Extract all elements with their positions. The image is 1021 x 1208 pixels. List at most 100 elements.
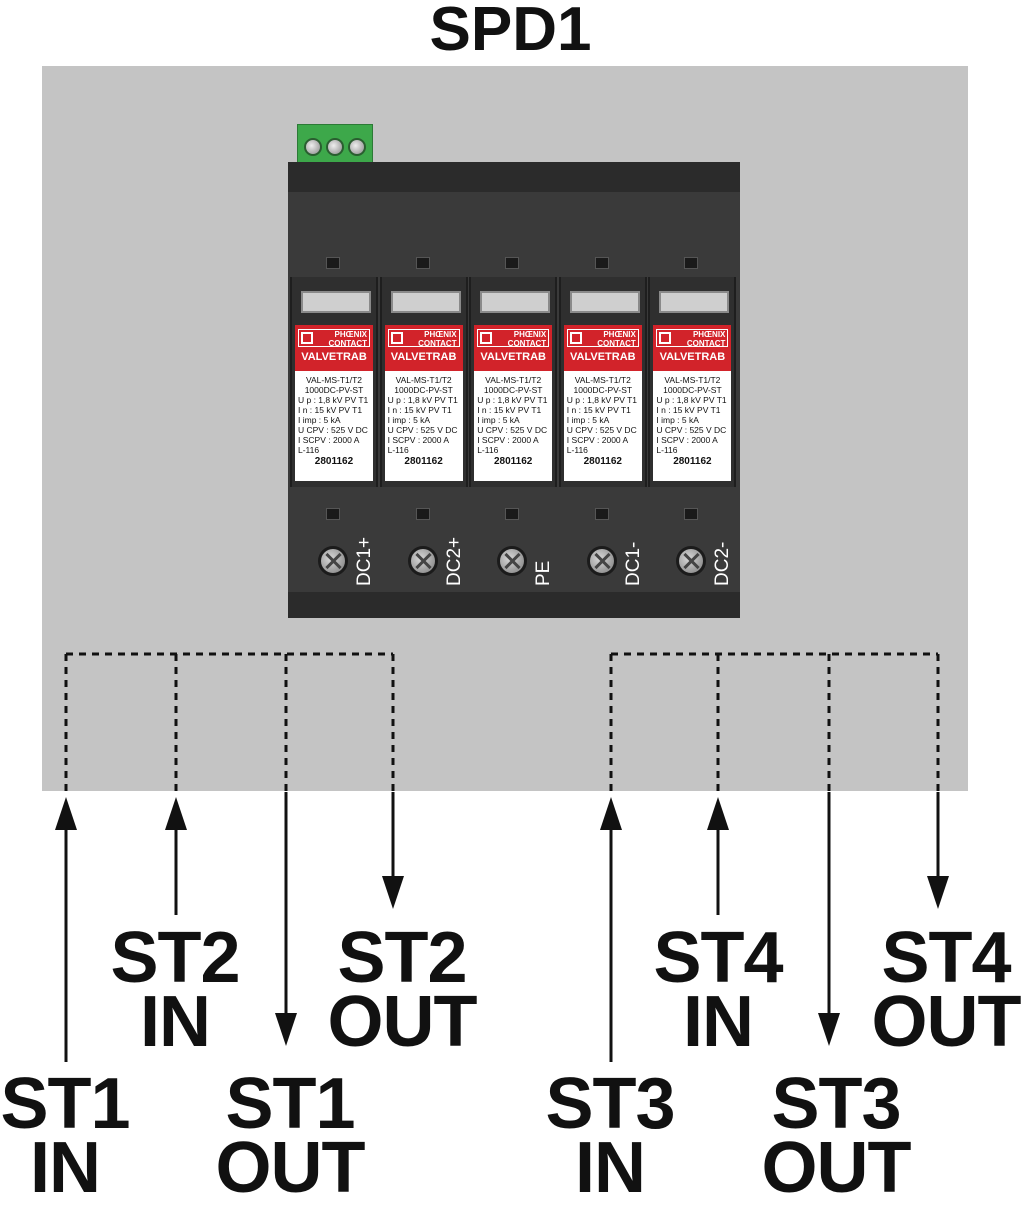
status-window bbox=[480, 291, 551, 313]
connector-pin-1 bbox=[304, 138, 322, 156]
spec-up: U p : 1,8 kV PV T1 bbox=[298, 395, 369, 405]
status-window bbox=[659, 291, 730, 313]
spec-ucpv: U CPV : 525 V DC bbox=[477, 425, 548, 435]
type-line-2: 1000DC-PV-ST bbox=[483, 385, 543, 395]
spec-in: I n : 15 kV PV T1 bbox=[566, 405, 631, 415]
spec-cert: L-116 bbox=[566, 445, 588, 455]
spec-iimp: I imp : 5 kA bbox=[566, 415, 610, 425]
spec-iimp: I imp : 5 kA bbox=[477, 415, 520, 425]
spec-iimp: I imp : 5 kA bbox=[387, 415, 431, 425]
spec-iscpv: I SCPV : 2000 A bbox=[566, 435, 629, 445]
spec-ucpv: U CPV : 525 V DC bbox=[656, 425, 727, 435]
spec-iimp: I imp : 5 kA bbox=[656, 415, 699, 425]
type-line-2: 1000DC-PV-ST bbox=[304, 385, 364, 395]
spec-iimp: I imp : 5 kA bbox=[298, 415, 341, 425]
type-line-1: VAL-MS-T1/T2 bbox=[485, 375, 542, 385]
status-window bbox=[301, 291, 371, 313]
product-name: VALVETRAB bbox=[659, 351, 726, 363]
spec-up: U p : 1,8 kV PV T1 bbox=[477, 395, 548, 405]
terminal-screw-dc2plus[interactable] bbox=[407, 546, 438, 576]
spec-in: I n : 15 kV PV T1 bbox=[477, 405, 542, 415]
brand-label: PHŒNIX CONTACT VALVETRAB bbox=[653, 325, 732, 371]
module-top-latch bbox=[505, 257, 520, 269]
module-bottom-latch bbox=[415, 508, 430, 520]
spec-cert: L-116 bbox=[477, 445, 499, 455]
device-bottom-rail bbox=[288, 592, 740, 618]
type-line-2: 1000DC-PV-ST bbox=[394, 385, 453, 395]
terminal-screw-dc2minus[interactable] bbox=[676, 546, 707, 576]
module-top-latch bbox=[326, 257, 340, 269]
spec-iscpv: I SCPV : 2000 A bbox=[387, 435, 450, 445]
status-window bbox=[390, 291, 461, 313]
spec-ucpv: U CPV : 525 V DC bbox=[387, 425, 458, 435]
status-window bbox=[569, 291, 640, 313]
type-line-2: 1000DC-PV-ST bbox=[573, 385, 633, 395]
module-top-latch bbox=[415, 257, 430, 269]
product-name: VALVETRAB bbox=[570, 351, 636, 363]
brand-label: PHŒNIX CONTACT VALVETRAB bbox=[295, 325, 373, 371]
product-name: VALVETRAB bbox=[480, 351, 546, 363]
left-dashed-bus bbox=[64, 652, 395, 792]
spec-cert: L-116 bbox=[298, 445, 320, 455]
spec-in: I n : 15 kV PV T1 bbox=[387, 405, 452, 415]
terminal-screw-dc1plus[interactable] bbox=[318, 546, 348, 576]
part-number: 2801162 bbox=[673, 456, 712, 467]
spec-cert: L-116 bbox=[387, 445, 409, 455]
connector-pin-2 bbox=[326, 138, 344, 156]
module-bottom-latch bbox=[326, 508, 340, 520]
spec-cert: L-116 bbox=[656, 445, 678, 455]
diagram-title: SPD1 bbox=[429, 0, 592, 64]
module-bottom-latch bbox=[594, 508, 609, 520]
product-name: VALVETRAB bbox=[390, 351, 457, 363]
type-line-1: VAL-MS-T1/T2 bbox=[664, 375, 721, 385]
part-number: 2801162 bbox=[493, 456, 533, 467]
type-line-2: 1000DC-PV-ST bbox=[663, 385, 722, 395]
phoenix-contact-logo: PHŒNIX CONTACT bbox=[298, 329, 370, 348]
terminal-screw-pe[interactable] bbox=[497, 546, 528, 576]
spec-iscpv: I SCPV : 2000 A bbox=[298, 435, 360, 445]
type-line-1: VAL-MS-T1/T2 bbox=[574, 375, 631, 385]
module-bottom-latch bbox=[684, 508, 699, 520]
terminal-screw-dc1minus[interactable] bbox=[586, 546, 617, 576]
module-top-latch bbox=[594, 257, 609, 269]
product-name: VALVETRAB bbox=[301, 351, 367, 363]
type-line-1: VAL-MS-T1/T2 bbox=[395, 375, 452, 385]
spec-ucpv: U CPV : 525 V DC bbox=[298, 425, 368, 435]
spec-ucpv: U CPV : 525 V DC bbox=[566, 425, 637, 435]
brand-label: PHŒNIX CONTACT VALVETRAB bbox=[563, 325, 642, 371]
signal-connector bbox=[297, 124, 373, 166]
phoenix-contact-logo: PHŒNIX CONTACT bbox=[387, 329, 460, 348]
module-top-latch bbox=[684, 257, 699, 269]
part-number: 2801162 bbox=[314, 456, 354, 467]
spec-up: U p : 1,8 kV PV T1 bbox=[387, 395, 458, 405]
connector-pin-3 bbox=[348, 138, 366, 156]
spec-iscpv: I SCPV : 2000 A bbox=[656, 435, 718, 445]
brand-label: PHŒNIX CONTACT VALVETRAB bbox=[474, 325, 553, 371]
phoenix-contact-logo: PHŒNIX CONTACT bbox=[656, 329, 729, 348]
spec-up: U p : 1,8 kV PV T1 bbox=[656, 395, 727, 405]
spec-in: I n : 15 kV PV T1 bbox=[656, 405, 721, 415]
device-top-rail bbox=[288, 162, 740, 192]
spec-iscpv: I SCPV : 2000 A bbox=[477, 435, 539, 445]
brand-label: PHŒNIX CONTACT VALVETRAB bbox=[384, 325, 463, 371]
module-bottom-latch bbox=[505, 508, 520, 520]
right-dashed-bus bbox=[609, 652, 940, 792]
part-number: 2801162 bbox=[404, 456, 443, 467]
phoenix-contact-logo: PHŒNIX CONTACT bbox=[566, 329, 639, 348]
phoenix-contact-logo: PHŒNIX CONTACT bbox=[477, 329, 550, 348]
